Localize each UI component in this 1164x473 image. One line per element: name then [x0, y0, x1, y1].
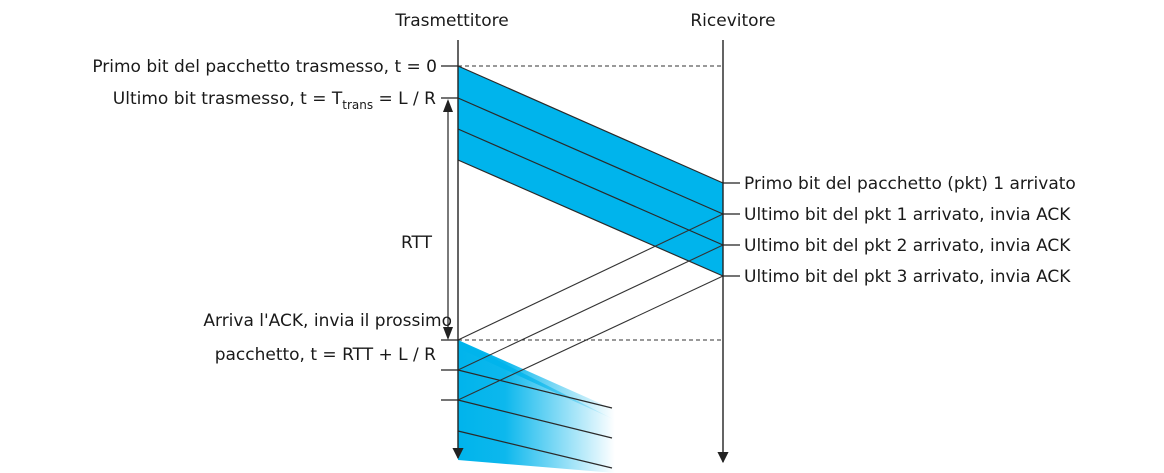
packet-band-top-edge: [457, 65, 724, 184]
label-last-bit-subscript: trans: [342, 98, 373, 112]
label-pkt3-arrived: Ultimo bit del pkt 3 arrivato, invia ACK: [744, 267, 1071, 287]
receiver-header: Ricevitore: [690, 11, 775, 31]
ack-line-1: [457, 213, 724, 341]
label-last-bit-prefix: Ultimo bit trasmesso, t = T: [113, 89, 343, 109]
packet-band-second-batch: [458, 340, 615, 473]
packet-separator-2: [457, 128, 724, 246]
packet-band-second-batch-top: [458, 340, 615, 420]
ack-line-2: [457, 244, 724, 371]
label-pkt2-arrived: Ultimo bit del pkt 2 arrivato, invia ACK: [744, 236, 1071, 256]
packet-band-first-batch: [458, 66, 723, 276]
packet-band-bottom-edge: [457, 159, 724, 277]
label-ack-line2: pacchetto, t = RTT + L / R: [215, 345, 436, 365]
next-packet-line-2: [457, 399, 613, 439]
label-last-bit-suffix: = L / R: [373, 89, 436, 109]
packet-separator-1: [457, 97, 724, 215]
label-pkt1-arrived: Ultimo bit del pkt 1 arrivato, invia ACK: [744, 205, 1071, 225]
ack-line-3: [457, 275, 724, 401]
next-packet-line-1: [457, 369, 613, 409]
label-first-arrived: Primo bit del pacchetto (pkt) 1 arrivato: [744, 174, 1076, 194]
next-packet-line-3: [457, 430, 613, 469]
rtt-arrow-head-bottom: [443, 327, 453, 340]
label-first-bit: Primo bit del pacchetto trasmesso, t = 0: [92, 57, 437, 77]
rtt-arrow-head-top: [443, 99, 453, 112]
sender-header: Trasmettitore: [394, 11, 508, 31]
label-ack-line1: Arriva l'ACK, invia il prossimo: [203, 311, 452, 331]
label-rtt: RTT: [401, 233, 433, 253]
label-last-bit: Ultimo bit trasmesso, t = Ttrans = L / R: [113, 89, 436, 112]
